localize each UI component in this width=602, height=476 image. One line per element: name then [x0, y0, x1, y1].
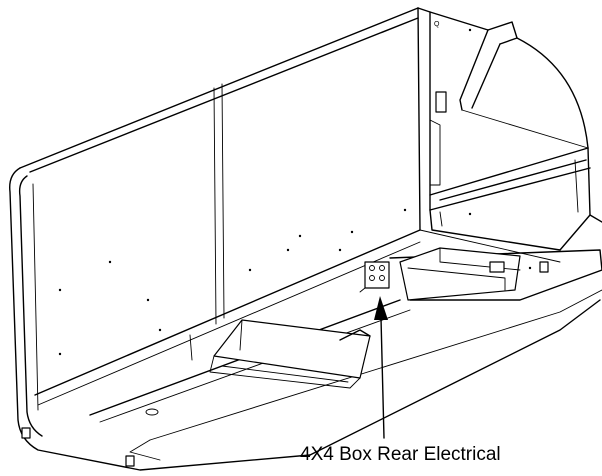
- lower-tray: [209, 319, 371, 389]
- left-end-frame: [9, 167, 311, 471]
- panel-marker-letter: Q: [434, 21, 440, 28]
- fastener-dots: [58, 28, 532, 356]
- callout-label-electrical-box: 4X4 Box Rear Electrical: [300, 444, 501, 465]
- leveling-feet: [21, 261, 549, 467]
- canopy-hood: Q: [417, 7, 589, 211]
- display-deck: [419, 147, 602, 263]
- electrical-box-4x4: [359, 261, 390, 293]
- callout-arrow: [374, 296, 388, 439]
- rear-back-panel: [19, 7, 421, 406]
